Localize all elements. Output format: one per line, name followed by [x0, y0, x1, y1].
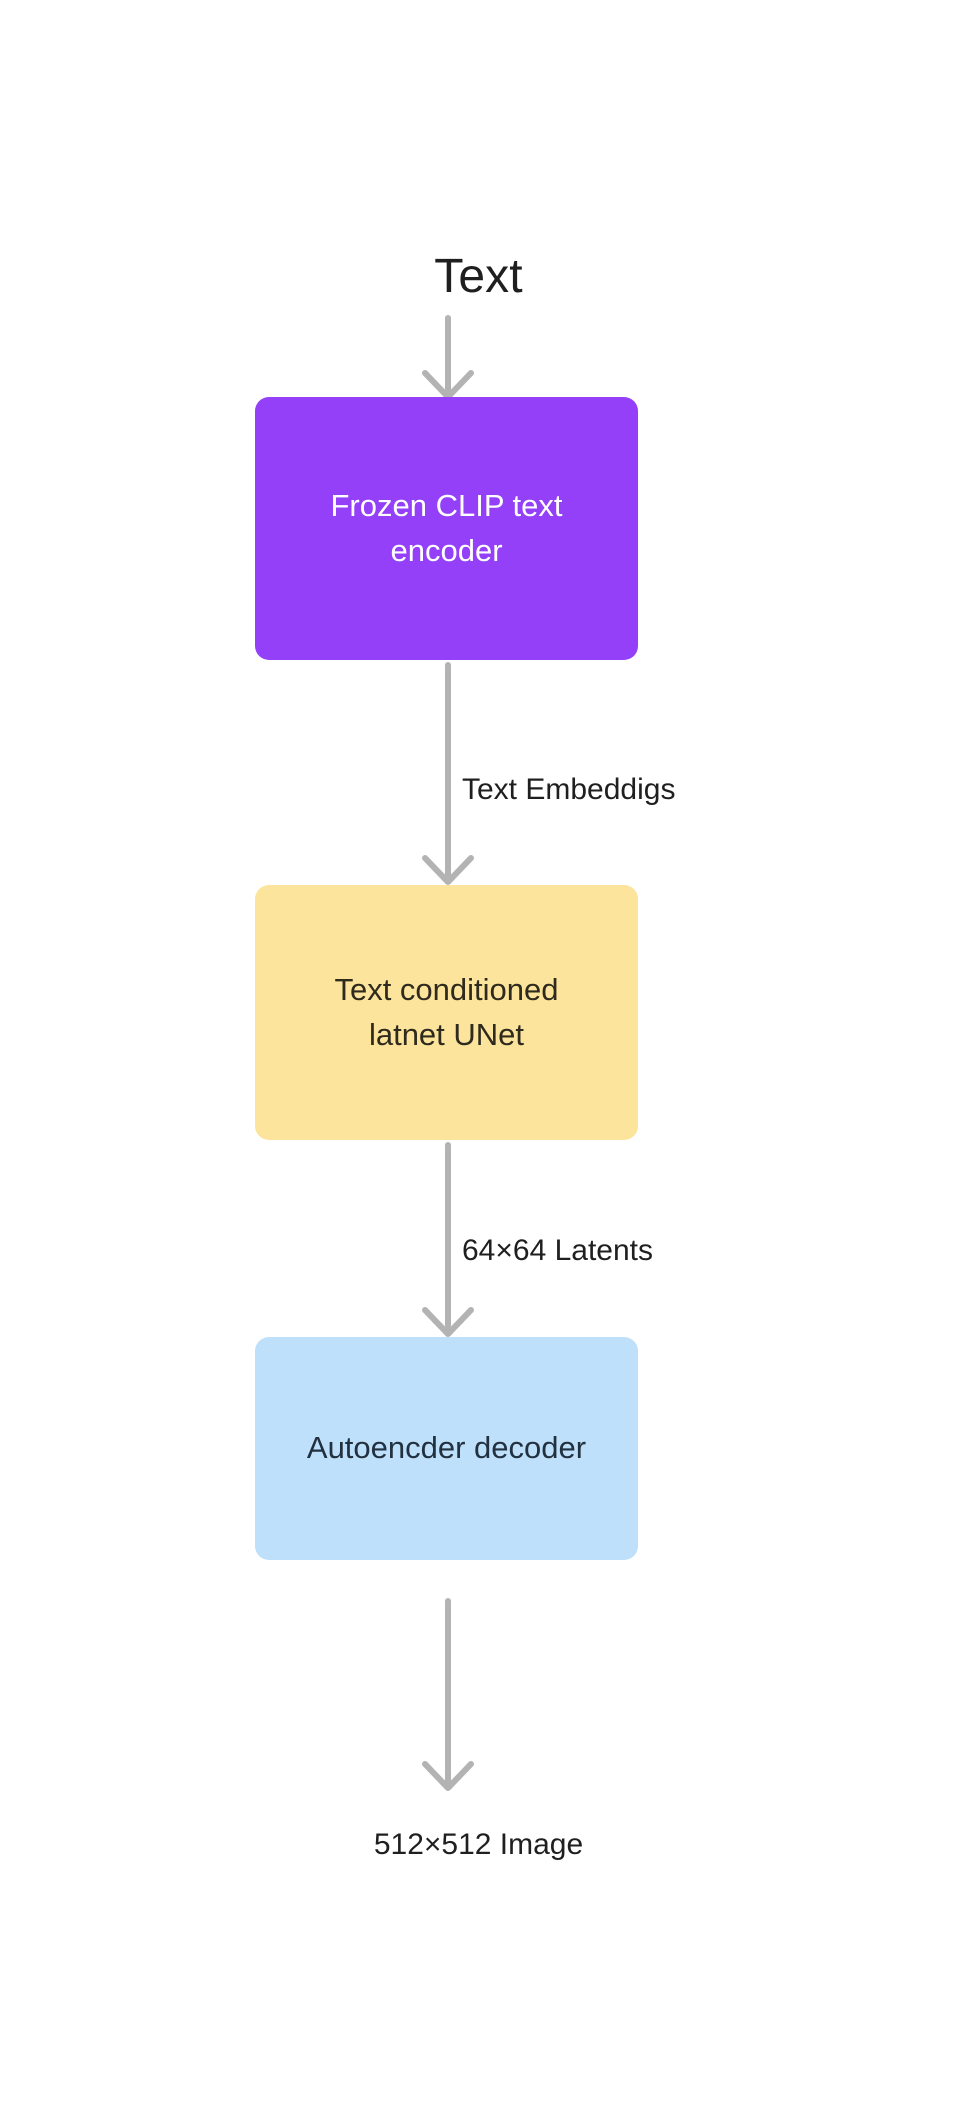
node-label: Text conditioned latnet UNet	[334, 972, 559, 1052]
input-label: Text	[434, 250, 523, 303]
arrow-unet-to-decoder	[0, 1142, 957, 1338]
node-autoencder-decoder[interactable]: Autoencder decoder	[255, 1337, 638, 1560]
edge-label-latents: 64×64 Latents	[462, 1234, 654, 1267]
output-label: 512×512 Image	[373, 1828, 584, 1861]
edge-label-text-embeddings: Text Embeddigs	[462, 773, 676, 806]
node-label: Autoencder decoder	[306, 1430, 587, 1466]
node-label: Frozen CLIP text encoder	[330, 488, 563, 568]
node-frozen-clip-text-encoder[interactable]: Frozen CLIP text encoder	[255, 397, 638, 660]
arrow-encoder-to-unet	[0, 662, 957, 887]
arrow-decoder-to-image	[0, 1598, 957, 1794]
arrow-text-to-encoder	[0, 315, 957, 401]
node-text-conditioned-latnet-unet[interactable]: Text conditioned latnet UNet	[255, 885, 638, 1140]
